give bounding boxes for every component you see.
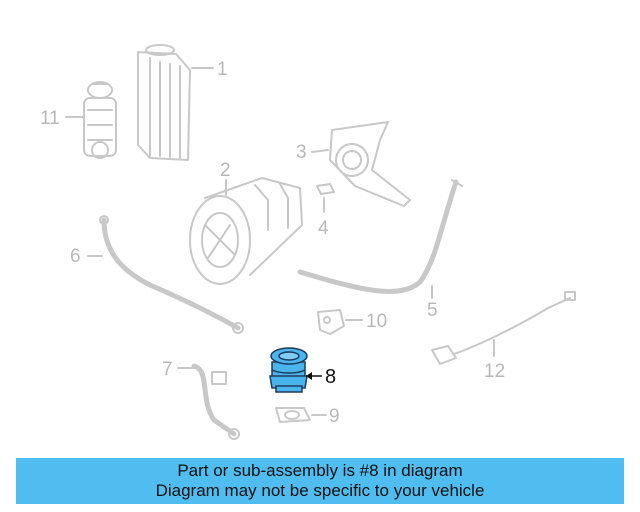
part-2-air-pump[interactable] (189, 177, 303, 285)
callout-7[interactable]: 7 (162, 359, 173, 380)
part-3-bracket[interactable] (329, 121, 411, 207)
callout-4[interactable]: 4 (318, 218, 329, 239)
callout-3[interactable]: 3 (296, 142, 307, 163)
part-6-hose[interactable] (99, 215, 244, 334)
part-11-valve[interactable] (83, 81, 117, 159)
info-banner: Part or sub-assembly is #8 in diagram Di… (16, 458, 624, 504)
part-12-sensor-wire[interactable] (431, 291, 576, 365)
leader-8-arrowhead (306, 372, 312, 380)
callout-9[interactable]: 9 (329, 406, 340, 427)
part-10-sensor[interactable] (317, 309, 345, 335)
callout-12[interactable]: 12 (484, 361, 505, 382)
part-8-highlighted[interactable] (269, 347, 308, 393)
callout-2[interactable]: 2 (220, 160, 231, 181)
callout-1[interactable]: 1 (217, 59, 228, 80)
callout-5[interactable]: 5 (427, 300, 438, 321)
part-7-tube[interactable] (191, 363, 240, 440)
callout-10[interactable]: 10 (366, 311, 387, 332)
callout-11[interactable]: 11 (40, 108, 60, 129)
part-9-gasket[interactable] (275, 407, 311, 423)
banner-line-part: Part or sub-assembly is #8 in diagram (177, 461, 463, 480)
banner-line-disclaimer: Diagram may not be specific to your vehi… (155, 481, 485, 500)
leader-3 (311, 149, 329, 153)
part-4-connector[interactable] (316, 183, 335, 195)
callout-8[interactable]: 8 (325, 366, 336, 388)
parts-diagram: 1 2 3 4 5 6 7 8 9 10 11 12 (40, 44, 576, 440)
part-5-hose[interactable] (297, 179, 463, 294)
part-1-housing[interactable] (137, 44, 191, 161)
callout-6[interactable]: 6 (70, 246, 81, 267)
